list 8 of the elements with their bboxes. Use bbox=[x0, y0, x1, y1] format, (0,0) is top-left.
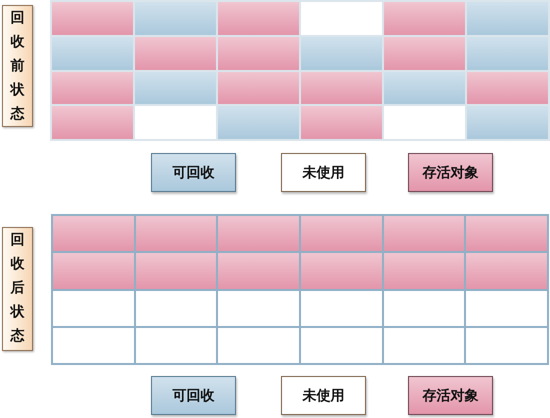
legend-label: 可回收 bbox=[172, 386, 214, 404]
legend-label: 存活对象 bbox=[422, 386, 478, 404]
legend-label: 未使用 bbox=[302, 164, 344, 182]
legend-label: 可回收 bbox=[172, 164, 214, 182]
legend-label: 存活对象 bbox=[422, 164, 478, 182]
legend-label: 未使用 bbox=[302, 386, 344, 404]
stage-label: 回收前状态 bbox=[2, 5, 33, 127]
stage-label: 回收后状态 bbox=[2, 227, 33, 351]
